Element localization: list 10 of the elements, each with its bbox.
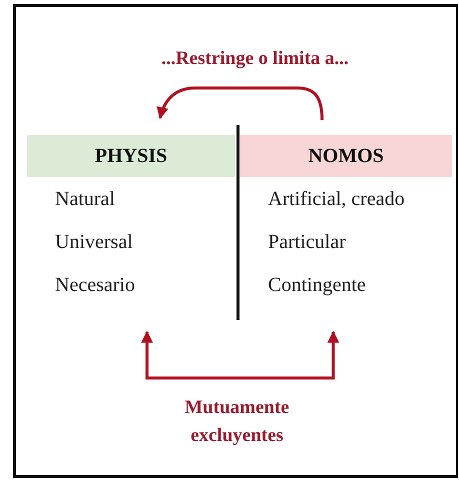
list-item: Necesario [54,273,136,297]
list-item: Artificial, creado [267,187,406,211]
arrow [157,86,324,120]
list-item: Universal [54,230,134,254]
list-item: Particular [267,230,347,254]
list-item: Natural [54,187,116,211]
column-header: NOMOS [240,135,452,177]
list-item: Contingente [267,273,367,297]
column-header: PHYSIS [27,135,235,177]
arrow [141,330,340,380]
